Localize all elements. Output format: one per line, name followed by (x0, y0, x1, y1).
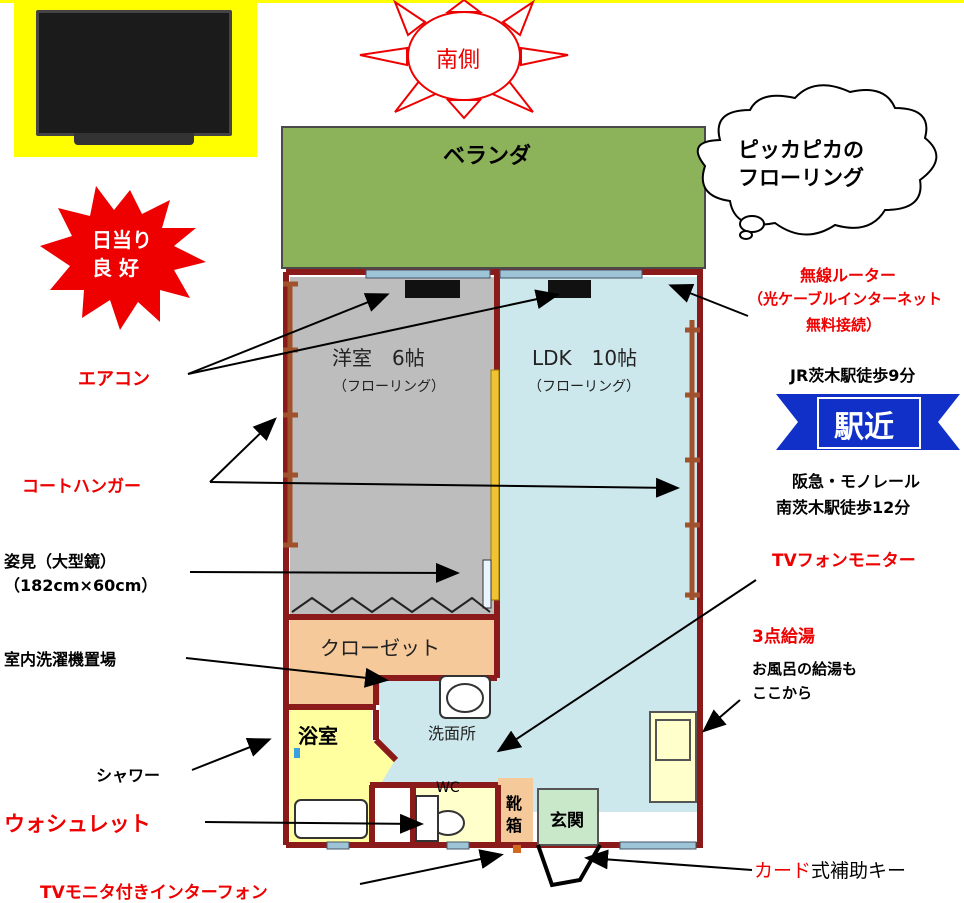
arrows (185, 284, 757, 885)
station-label-2: 阪急・モノレール (792, 472, 921, 491)
tv-image-panel (14, 0, 257, 157)
bubble-text-2: フローリング (738, 166, 864, 190)
sun-badge-text-2: 良 好 (92, 256, 139, 280)
ldk-floor-label: （フローリング） (528, 379, 640, 395)
router-label-1: 無線ルーター (800, 266, 897, 285)
mirror-label-1: 姿見（大型鏡） (4, 552, 117, 571)
sun-badge-starburst (40, 186, 206, 330)
entrance-door (536, 844, 602, 888)
aircon-label: エアコン (78, 369, 150, 390)
intercom-red-1: TV (40, 883, 65, 903)
aircon-unit-1 (405, 280, 460, 298)
veranda-label: ベランダ (443, 144, 532, 169)
mirror (482, 559, 492, 609)
entrance-label: 玄関 (550, 811, 584, 831)
bath-supply-label-1: お風呂の給湯も (752, 660, 858, 678)
bath-supply-label-2: ここから (752, 684, 813, 702)
veranda (281, 126, 706, 269)
washer-area-floor (290, 675, 380, 705)
coat-hanger-left (283, 281, 298, 548)
western-room-floor (290, 277, 495, 617)
washer-area-label: 室内洗濯機置場 (4, 650, 117, 669)
coat-hanger-label: コートハンガー (22, 477, 141, 497)
closet-label: クローゼット (320, 636, 440, 660)
sun-icon (359, 0, 569, 120)
bathroom-label: 浴室 (298, 724, 338, 748)
router-label-3: 無料接続） (806, 316, 882, 334)
tv-icon (36, 10, 232, 136)
card-key-red: カード (754, 860, 812, 882)
washlet-label: ウォシュレット (4, 812, 151, 836)
closet-floor (290, 620, 495, 675)
card-key-label: カード式補助キー (754, 856, 906, 883)
bubble-text-1: ピッカピカの (738, 138, 864, 162)
bathroom-floor (290, 710, 395, 785)
router-label-2: （光ケーブルインターネット (748, 290, 943, 308)
windows (326, 269, 697, 850)
closet-doors (291, 596, 491, 614)
western-room-label: 洋室 6帖 (332, 346, 425, 370)
shoebox-floor (498, 778, 533, 842)
entrance-area (537, 788, 599, 846)
intercom-black: モニタ付き (64, 883, 150, 903)
shoe-box-label-2: 箱 (506, 816, 523, 835)
shower-label: シャワー (96, 766, 161, 785)
sun-badge-text-1: 日当り (92, 228, 152, 252)
wc-label: WC (436, 780, 460, 796)
south-label: 南側 (436, 48, 481, 73)
mirror-label-2: （182cm×60cm） (4, 576, 158, 595)
washroom-label: 洗面所 (428, 724, 477, 743)
tv-phone-monitor-label: TVフォンモニター (772, 551, 916, 571)
station-label-3: 南茨木駅徒歩12分 (776, 498, 911, 517)
tv-stand (74, 133, 194, 145)
ldk-label: LDK 10帖 (532, 346, 638, 370)
water-heater-label: 3点給湯 (752, 627, 815, 647)
intercom-label: TVモニタ付きインターフォン (40, 878, 268, 903)
thought-bubble (696, 84, 938, 236)
coat-hanger-right (685, 320, 700, 600)
shoe-box-label-1: 靴 (506, 794, 523, 813)
card-key-black: 式補助キー (811, 860, 907, 882)
station-label-1: JR茨木駅徒歩9分 (790, 366, 916, 385)
station-badge-text: 駅近 (834, 410, 894, 445)
bathtub (294, 799, 368, 839)
intercom-red-2: インターフォン (149, 883, 268, 903)
western-floor-label: （フローリング） (333, 379, 445, 395)
top-yellow-border (0, 0, 964, 3)
intercom-marker (513, 845, 521, 853)
